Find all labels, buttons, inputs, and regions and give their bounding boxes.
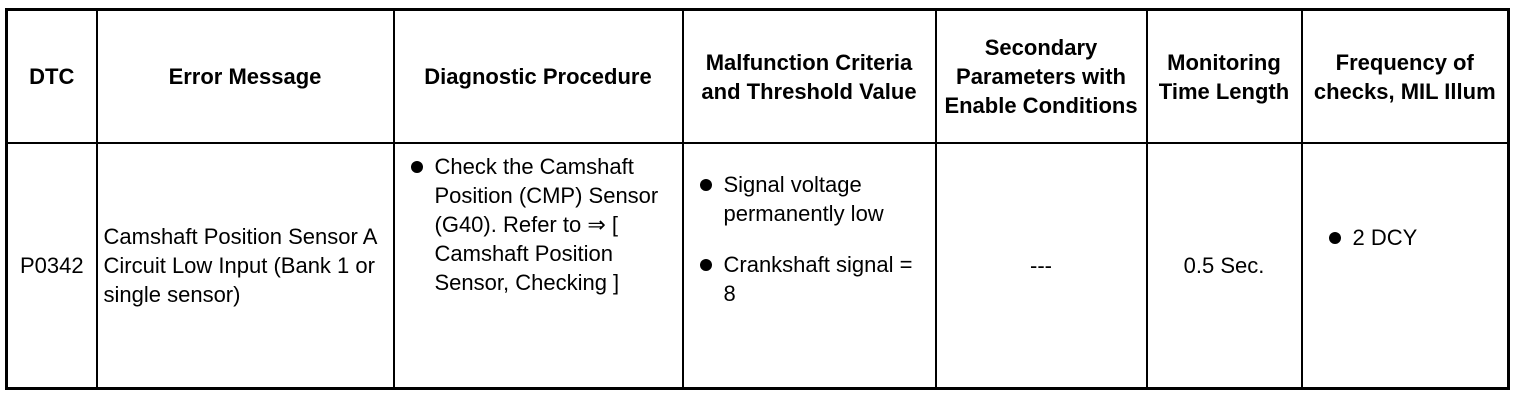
bullet-icon bbox=[699, 179, 712, 191]
cell-diagnostic-procedure: Check the Camshaft Position (CMP) Sensor… bbox=[392, 142, 684, 390]
header-monitoring-time: Monitoring Time Length bbox=[1145, 8, 1303, 144]
frequency-list: 2 DCY bbox=[1319, 223, 1502, 252]
dtc-table: DTC Error Message Diagnostic Procedure M… bbox=[5, 8, 1510, 390]
header-diagnostic-procedure: Diagnostic Procedure bbox=[392, 8, 684, 144]
header-secondary-parameters: Secondary Parameters with Enable Conditi… bbox=[934, 8, 1148, 144]
criteria-text: Crankshaft signal = 8 bbox=[723, 252, 913, 306]
cell-error-message: Camshaft Position Sensor A Circuit Low I… bbox=[95, 142, 395, 390]
diagnostic-procedure-list: Check the Camshaft Position (CMP) Sensor… bbox=[401, 152, 676, 297]
bullet-icon bbox=[410, 161, 423, 173]
cell-secondary-parameters: --- bbox=[934, 142, 1148, 390]
bullet-icon bbox=[699, 259, 712, 271]
header-row: DTC Error Message Diagnostic Procedure M… bbox=[5, 8, 1510, 144]
list-item: Signal voltage permanently low bbox=[690, 170, 929, 228]
malfunction-criteria-list: Signal voltage permanently low Crankshaf… bbox=[690, 170, 929, 308]
procedure-text: Check the Camshaft Position (CMP) Sensor… bbox=[434, 154, 659, 295]
list-item: Check the Camshaft Position (CMP) Sensor… bbox=[401, 152, 676, 297]
cell-monitoring-time: 0.5 Sec. bbox=[1145, 142, 1303, 390]
cell-malfunction-criteria: Signal voltage permanently low Crankshaf… bbox=[681, 142, 937, 390]
bullet-icon bbox=[1328, 232, 1341, 244]
frequency-wrapper: 2 DCY bbox=[1309, 223, 1502, 252]
cell-frequency: 2 DCY bbox=[1300, 142, 1510, 390]
header-frequency: Frequency of checks, MIL Illum bbox=[1300, 8, 1510, 144]
header-malfunction-criteria: Malfunction Criteria and Threshold Value bbox=[681, 8, 937, 144]
list-item: Crankshaft signal = 8 bbox=[690, 250, 929, 308]
frequency-text: 2 DCY bbox=[1352, 225, 1418, 250]
criteria-text: Signal voltage permanently low bbox=[723, 172, 884, 226]
header-dtc: DTC bbox=[5, 8, 98, 144]
table-row: P0342 Camshaft Position Sensor A Circuit… bbox=[5, 142, 1510, 390]
header-error-message: Error Message bbox=[95, 8, 395, 144]
cell-dtc-code: P0342 bbox=[5, 142, 98, 390]
list-item: 2 DCY bbox=[1319, 223, 1502, 252]
